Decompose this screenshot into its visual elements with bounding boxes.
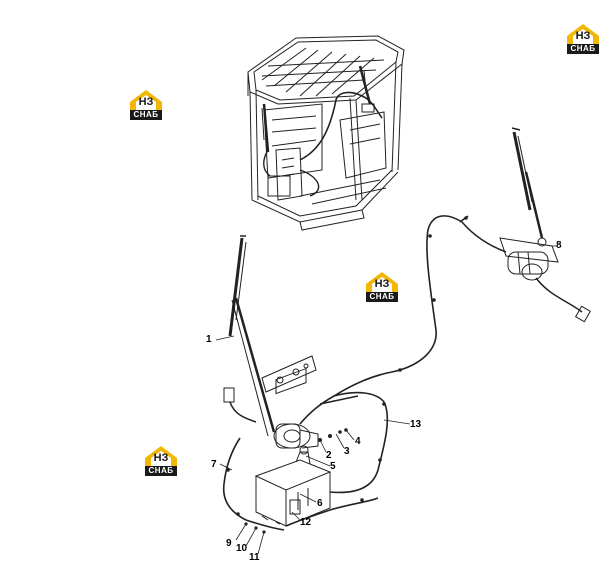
callout-2: 2 (326, 450, 332, 461)
fasteners (244, 428, 348, 534)
rear-wiper-drawing (461, 127, 592, 323)
callout-6: 6 (317, 498, 323, 509)
callout-12: 12 (300, 517, 312, 528)
logo-mark: НЗ (138, 96, 154, 108)
cab-drawing (247, 35, 405, 231)
callout-5: 5 (330, 461, 336, 472)
logo-mark: НЗ (153, 452, 169, 464)
logo-house-icon (145, 446, 177, 468)
callout-10: 10 (236, 543, 248, 554)
callout-7: 7 (211, 459, 217, 470)
logo-mark: НЗ (374, 278, 390, 290)
leader-lines (215, 245, 556, 555)
watermark-logo: НЗ СНАБ (364, 270, 400, 304)
callout-9: 9 (226, 538, 232, 549)
logo-text: СНАБ (567, 44, 599, 54)
logo-house-icon (130, 90, 162, 112)
logo-mark: НЗ (575, 30, 591, 42)
harness-clips (226, 216, 468, 516)
watermark-logo: НЗ СНАБ (143, 444, 179, 478)
callout-1: 1 (206, 334, 212, 345)
logo-text: СНАБ (145, 466, 177, 476)
callout-8: 8 (556, 240, 562, 251)
callout-11: 11 (249, 552, 260, 563)
watermark-logo: НЗ СНАБ (128, 88, 164, 122)
callout-13: 13 (410, 419, 422, 430)
logo-text: СНАБ (366, 292, 398, 302)
front-wiper-drawing (223, 235, 319, 449)
harness-drawing (222, 215, 469, 531)
bracket-drawing (261, 355, 317, 393)
logo-house-icon (567, 24, 599, 46)
logo-text: СНАБ (130, 110, 162, 120)
logo-house-icon (366, 272, 398, 294)
callout-4: 4 (355, 436, 361, 447)
watermark-logo: НЗ СНАБ (565, 22, 601, 56)
callout-3: 3 (344, 446, 350, 457)
